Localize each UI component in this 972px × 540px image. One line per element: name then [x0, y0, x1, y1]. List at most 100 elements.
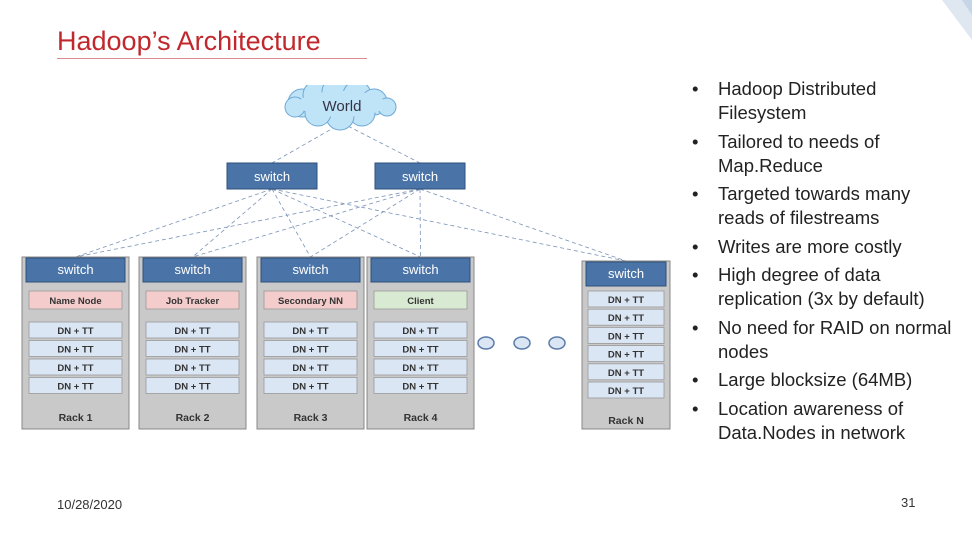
- ellipsis-dot: [477, 336, 495, 350]
- connection-line: [271, 188, 421, 258]
- data-node-label: DN + TT: [292, 382, 328, 393]
- bullet-marker: •: [692, 369, 699, 390]
- cloud-label: World: [323, 98, 362, 115]
- bullet-item: • Hadoop Distributed Filesystem: [690, 77, 960, 125]
- bullet-item: •Location awareness of Data.Nodes in net…: [690, 397, 960, 445]
- bullet-item: •Writes are more costly: [690, 235, 960, 259]
- role-node: [145, 290, 240, 310]
- rack-label: Rack 4: [404, 412, 438, 424]
- role-node-label: Secondary NN: [278, 296, 343, 307]
- data-node: [587, 381, 665, 399]
- connection-line: [419, 188, 421, 258]
- data-node-label: DN + TT: [402, 382, 438, 393]
- world-cloud: [284, 85, 397, 131]
- data-node-label: DN + TT: [57, 326, 93, 337]
- rack-switch: [142, 257, 243, 283]
- data-node-label: DN + TT: [292, 326, 328, 337]
- bullet-text: Targeted towards many reads of filestrea…: [718, 183, 911, 228]
- bullet-text: Writes are more costly: [718, 235, 902, 257]
- data-node-label: DN + TT: [608, 313, 644, 324]
- data-node-label: DN + TT: [608, 368, 644, 379]
- bullet-text: High degree of data replication (3x by d…: [718, 264, 925, 309]
- rack-switch-label: switch: [608, 266, 644, 281]
- data-node: [587, 363, 665, 381]
- bullet-marker: •: [692, 78, 699, 99]
- rack-switch: [585, 261, 667, 287]
- rack-switch-label: switch: [292, 262, 328, 277]
- page-number: 31: [901, 495, 916, 510]
- rack-switch: [370, 257, 471, 283]
- role-node-label: Name Node: [49, 296, 101, 307]
- rack-switch-label: switch: [174, 262, 210, 277]
- data-node: [263, 377, 358, 394]
- role-node: [373, 290, 468, 310]
- connection-line: [75, 188, 421, 258]
- data-node: [587, 290, 665, 308]
- data-node: [263, 321, 358, 339]
- rack-switch-label: switch: [57, 262, 93, 277]
- rack-switch: [25, 257, 126, 283]
- data-node: [373, 321, 468, 339]
- data-node: [587, 308, 665, 326]
- footer-date: 10/28/2020: [57, 497, 123, 512]
- bullet-item: •Large blocksize (64MB): [690, 368, 960, 392]
- connection-lines: [75, 188, 627, 262]
- ellipsis-dot: [513, 336, 531, 350]
- connection-line: [310, 188, 421, 258]
- rack-label: Rack 3: [294, 412, 328, 424]
- data-node: [373, 340, 468, 357]
- data-node-label: DN + TT: [57, 382, 93, 393]
- bullet-text: Location awareness of Data.Nodes in netw…: [718, 397, 906, 443]
- rack-label: Rack 1: [59, 412, 93, 424]
- uplink-line: [341, 122, 421, 164]
- data-node: [145, 321, 240, 339]
- data-node-label: DN + TT: [174, 345, 210, 356]
- core-switch-label: switch: [254, 169, 290, 184]
- role-node-label: Client: [407, 296, 434, 307]
- connection-line: [192, 188, 421, 258]
- connection-line: [75, 188, 273, 258]
- data-node: [28, 358, 123, 376]
- data-node-label: DN + TT: [57, 345, 93, 356]
- bullet-item: • High degree of data replication (3x by …: [690, 263, 960, 311]
- bullet-marker: •: [692, 183, 699, 204]
- role-node: [263, 290, 358, 310]
- data-node: [373, 377, 468, 394]
- rack-label: Rack 2: [176, 412, 210, 424]
- bullet-item: • No need for RAID on normal nodes: [690, 316, 960, 364]
- uplink-line: [271, 122, 343, 164]
- data-node: [263, 340, 358, 357]
- data-node: [145, 340, 240, 357]
- role-node-label: Job Tracker: [166, 296, 220, 307]
- data-node-label: DN + TT: [402, 363, 438, 374]
- bullet-marker: •: [692, 264, 699, 285]
- connection-line: [271, 188, 627, 262]
- ellipsis-dot: [548, 336, 566, 350]
- data-node: [28, 340, 123, 357]
- data-node: [587, 345, 665, 363]
- bullet-item: • Tailored to needs of Map.Reduce: [690, 130, 960, 178]
- rack-label: Rack N: [608, 415, 644, 427]
- decorative-corner: [942, 0, 972, 40]
- rack: [581, 260, 671, 430]
- slide-title: Hadoop’s Architecture: [57, 26, 321, 56]
- bullet-item: • Targeted towards many reads of filestre…: [690, 182, 960, 230]
- data-node-label: DN + TT: [292, 345, 328, 356]
- data-node: [263, 358, 358, 376]
- data-node-label: DN + TT: [57, 363, 93, 374]
- data-node: [145, 358, 240, 376]
- bullet-text: No need for RAID on normal nodes: [718, 316, 952, 362]
- connection-line: [271, 188, 311, 258]
- data-node: [145, 377, 240, 394]
- bullet-text: Tailored to needs of Map.Reduce: [718, 130, 880, 176]
- data-node: [28, 377, 123, 394]
- data-node-label: DN + TT: [174, 363, 210, 374]
- data-node-label: DN + TT: [292, 363, 328, 374]
- bullet-text: Hadoop Distributed Filesystem: [718, 78, 877, 123]
- data-node: [373, 358, 468, 376]
- title-underline: [57, 58, 367, 59]
- bullet-marker: •: [692, 130, 699, 152]
- bullet-marker: •: [692, 316, 699, 338]
